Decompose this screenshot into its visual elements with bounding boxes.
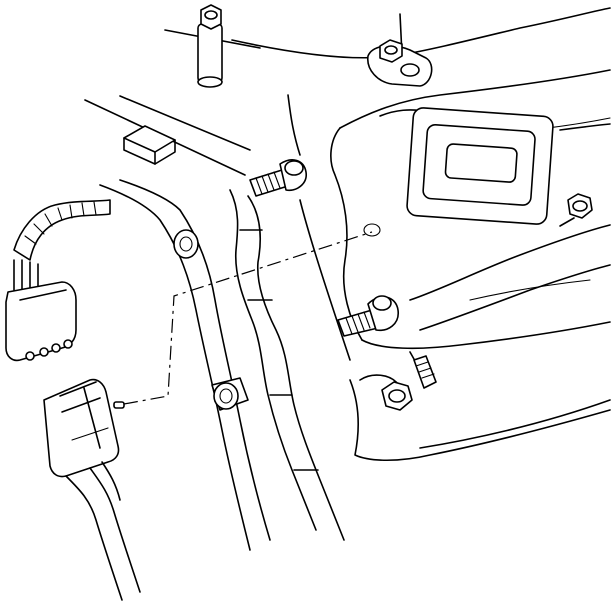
spacer-bushing	[211, 377, 249, 411]
sensor-bolt-upper	[249, 159, 307, 197]
alignment-lines	[123, 231, 373, 405]
wiring-harness-connector	[5, 199, 111, 362]
bracket-stud	[164, 4, 261, 88]
manifold-bolt-icon	[559, 193, 593, 227]
intake-manifold	[231, 7, 611, 461]
bracket-plate	[84, 95, 345, 551]
sensor-bolt-lower	[337, 295, 399, 337]
mounting-stud-lower	[359, 351, 437, 411]
sensor-connector	[43, 378, 141, 601]
bracket-nut	[367, 39, 433, 87]
